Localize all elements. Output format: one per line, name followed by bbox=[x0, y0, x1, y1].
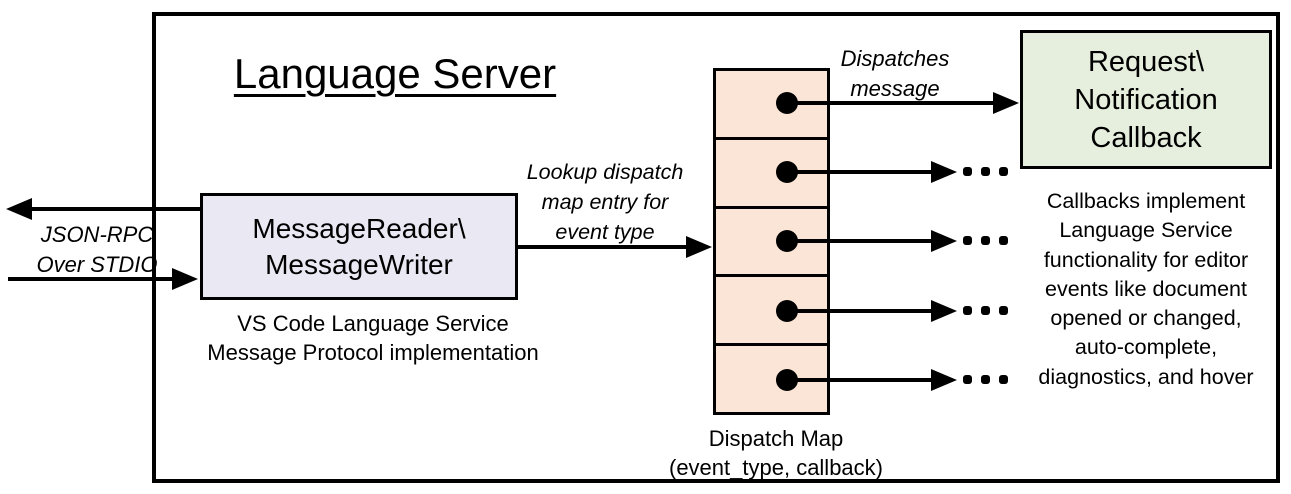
ellipsis-icon bbox=[963, 306, 1008, 315]
dispatch-map-cell bbox=[716, 209, 827, 278]
callback-note-line: functionality for editor bbox=[1043, 247, 1249, 272]
callback-box-line3: Callback bbox=[1090, 121, 1202, 154]
lookup-dispatch-label: Lookup dispatch map entry for event type bbox=[510, 157, 700, 247]
dispatch-map-cell bbox=[716, 71, 827, 140]
over-stdio-line: Over STDIO bbox=[36, 252, 158, 277]
diagram-title: Language Server bbox=[233, 50, 557, 97]
message-reader-writer-box: MessageReader\ MessageWriter bbox=[200, 193, 518, 300]
callback-box-line2: Notification bbox=[1074, 83, 1218, 116]
dispatch-map-cell bbox=[716, 346, 827, 412]
callback-note-line: Callbacks implement bbox=[1046, 189, 1246, 213]
request-notification-callback-box: Request\ Notification Callback bbox=[1020, 30, 1272, 169]
ellipsis-icon bbox=[963, 236, 1008, 245]
dispatch-map-caption-line1: Dispatch Map bbox=[708, 426, 844, 451]
callback-note: Callbacks implement Language Service fun… bbox=[1010, 187, 1282, 392]
json-rpc-line: JSON-RPC bbox=[40, 222, 154, 247]
lookup-label-line2: map entry for bbox=[541, 190, 669, 214]
dispatches-message-label: Dispatches message bbox=[820, 44, 970, 104]
callback-note-line: auto-complete, bbox=[1074, 335, 1218, 360]
json-rpc-stdio-label: JSON-RPC Over STDIO bbox=[12, 220, 182, 280]
callback-note-line: Language Service bbox=[1059, 218, 1233, 243]
dispatch-map-caption-line2: (event_type, callback) bbox=[669, 455, 883, 480]
message-reader-label: MessageReader\ bbox=[252, 212, 466, 244]
ellipsis-icon bbox=[963, 375, 1008, 384]
dispatch-map-caption: Dispatch Map (event_type, callback) bbox=[636, 424, 916, 482]
lookup-label-line3: event type bbox=[555, 220, 655, 244]
dispatches-label-line1: Dispatches bbox=[840, 46, 950, 71]
lookup-label-line1: Lookup dispatch bbox=[526, 160, 684, 184]
dispatch-map-cell bbox=[716, 140, 827, 209]
callback-note-line: diagnostics, and hover bbox=[1038, 364, 1254, 389]
dispatches-label-line2: message bbox=[850, 76, 940, 101]
ellipsis-icon bbox=[963, 167, 1008, 176]
dispatch-map-cell bbox=[716, 277, 827, 347]
callback-box-line1: Request\ bbox=[1087, 45, 1205, 78]
callback-note-line: opened or changed, bbox=[1050, 306, 1242, 331]
reader-box-caption: VS Code Language Service Message Protoco… bbox=[183, 309, 563, 367]
reader-caption-line2: Message Protocol implementation bbox=[207, 340, 539, 365]
language-server-boundary bbox=[152, 12, 1280, 483]
callback-note-line: events like document bbox=[1045, 276, 1247, 301]
message-writer-label: MessageWriter bbox=[265, 248, 453, 280]
reader-caption-line1: VS Code Language Service bbox=[237, 311, 509, 336]
dispatch-map bbox=[713, 68, 830, 415]
